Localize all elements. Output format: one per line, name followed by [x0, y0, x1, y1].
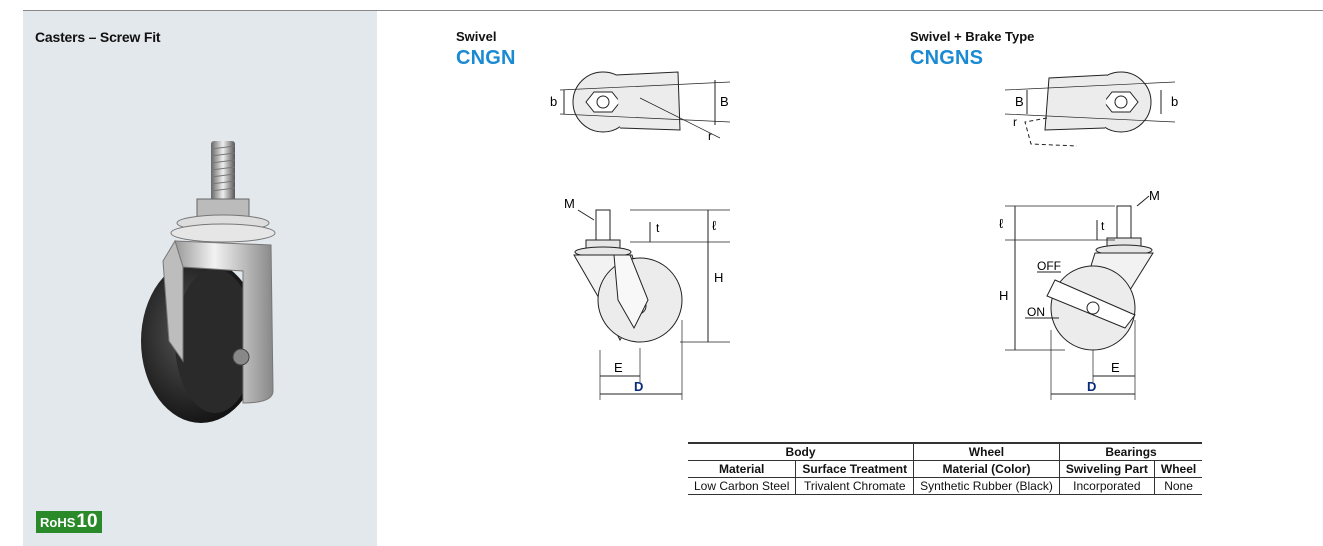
dim-B-right: B: [1015, 94, 1024, 109]
cell-swiveling-part: Incorporated: [1059, 477, 1155, 495]
dim-D: D: [634, 379, 643, 394]
dim-l-right: ℓ: [999, 216, 1004, 231]
header-swiveling-part: Swiveling Part: [1059, 460, 1155, 478]
caster-product-photo: [141, 141, 276, 423]
cngn-code: CNGN: [456, 47, 516, 69]
dim-H-right: H: [999, 288, 1008, 303]
label-on: ON: [1027, 305, 1045, 319]
dim-t: t: [656, 221, 660, 235]
cell-surface-treatment: Trivalent Chromate: [795, 477, 915, 495]
spec-table: Body Wheel Bearings Material Surface Tre…: [688, 442, 1203, 495]
table-group-row: Body Wheel Bearings: [688, 442, 1203, 461]
dim-M: M: [564, 196, 575, 211]
group-wheel: Wheel: [913, 442, 1060, 461]
header-wheel: Wheel: [1154, 460, 1203, 478]
header-material-color: Material (Color): [913, 460, 1060, 478]
dim-l: ℓ: [712, 218, 717, 233]
dim-r-right: r: [1013, 115, 1017, 129]
label-off: OFF: [1037, 259, 1061, 273]
dim-t-right: t: [1101, 219, 1105, 233]
cell-material: Low Carbon Steel: [688, 477, 797, 495]
dim-b-right: b: [1171, 94, 1178, 109]
cngns-code: CNGNS: [910, 47, 984, 69]
cngn-dimension-drawing: b B r M t ℓ H E D: [550, 71, 731, 400]
dim-E: E: [614, 360, 623, 375]
product-title: Casters – Screw Fit: [35, 29, 161, 45]
header-surface-treatment: Surface Treatment: [795, 460, 915, 478]
group-bearings: Bearings: [1059, 442, 1203, 461]
dim-E-right: E: [1111, 360, 1120, 375]
top-rule: [23, 10, 1323, 11]
swivel-label: Swivel: [456, 29, 497, 44]
header-material: Material: [688, 460, 797, 478]
cell-material-color: Synthetic Rubber (Black): [913, 477, 1060, 495]
dim-b: b: [550, 94, 557, 109]
table-row: Low Carbon Steel Trivalent Chromate Synt…: [688, 477, 1203, 495]
dim-B: B: [720, 94, 729, 109]
group-body: Body: [688, 442, 915, 461]
dim-r: r: [708, 129, 712, 143]
dim-M-right: M: [1149, 188, 1160, 203]
cngns-dimension-drawing: b B r M t ℓ H OFF ON E D: [999, 71, 1178, 400]
swivel-brake-label: Swivel + Brake Type: [910, 29, 1035, 44]
dim-D-right: D: [1087, 379, 1096, 394]
cell-wheel-bearing: None: [1154, 477, 1203, 495]
dim-H: H: [714, 270, 723, 285]
table-header-row: Material Surface Treatment Material (Col…: [688, 460, 1203, 478]
